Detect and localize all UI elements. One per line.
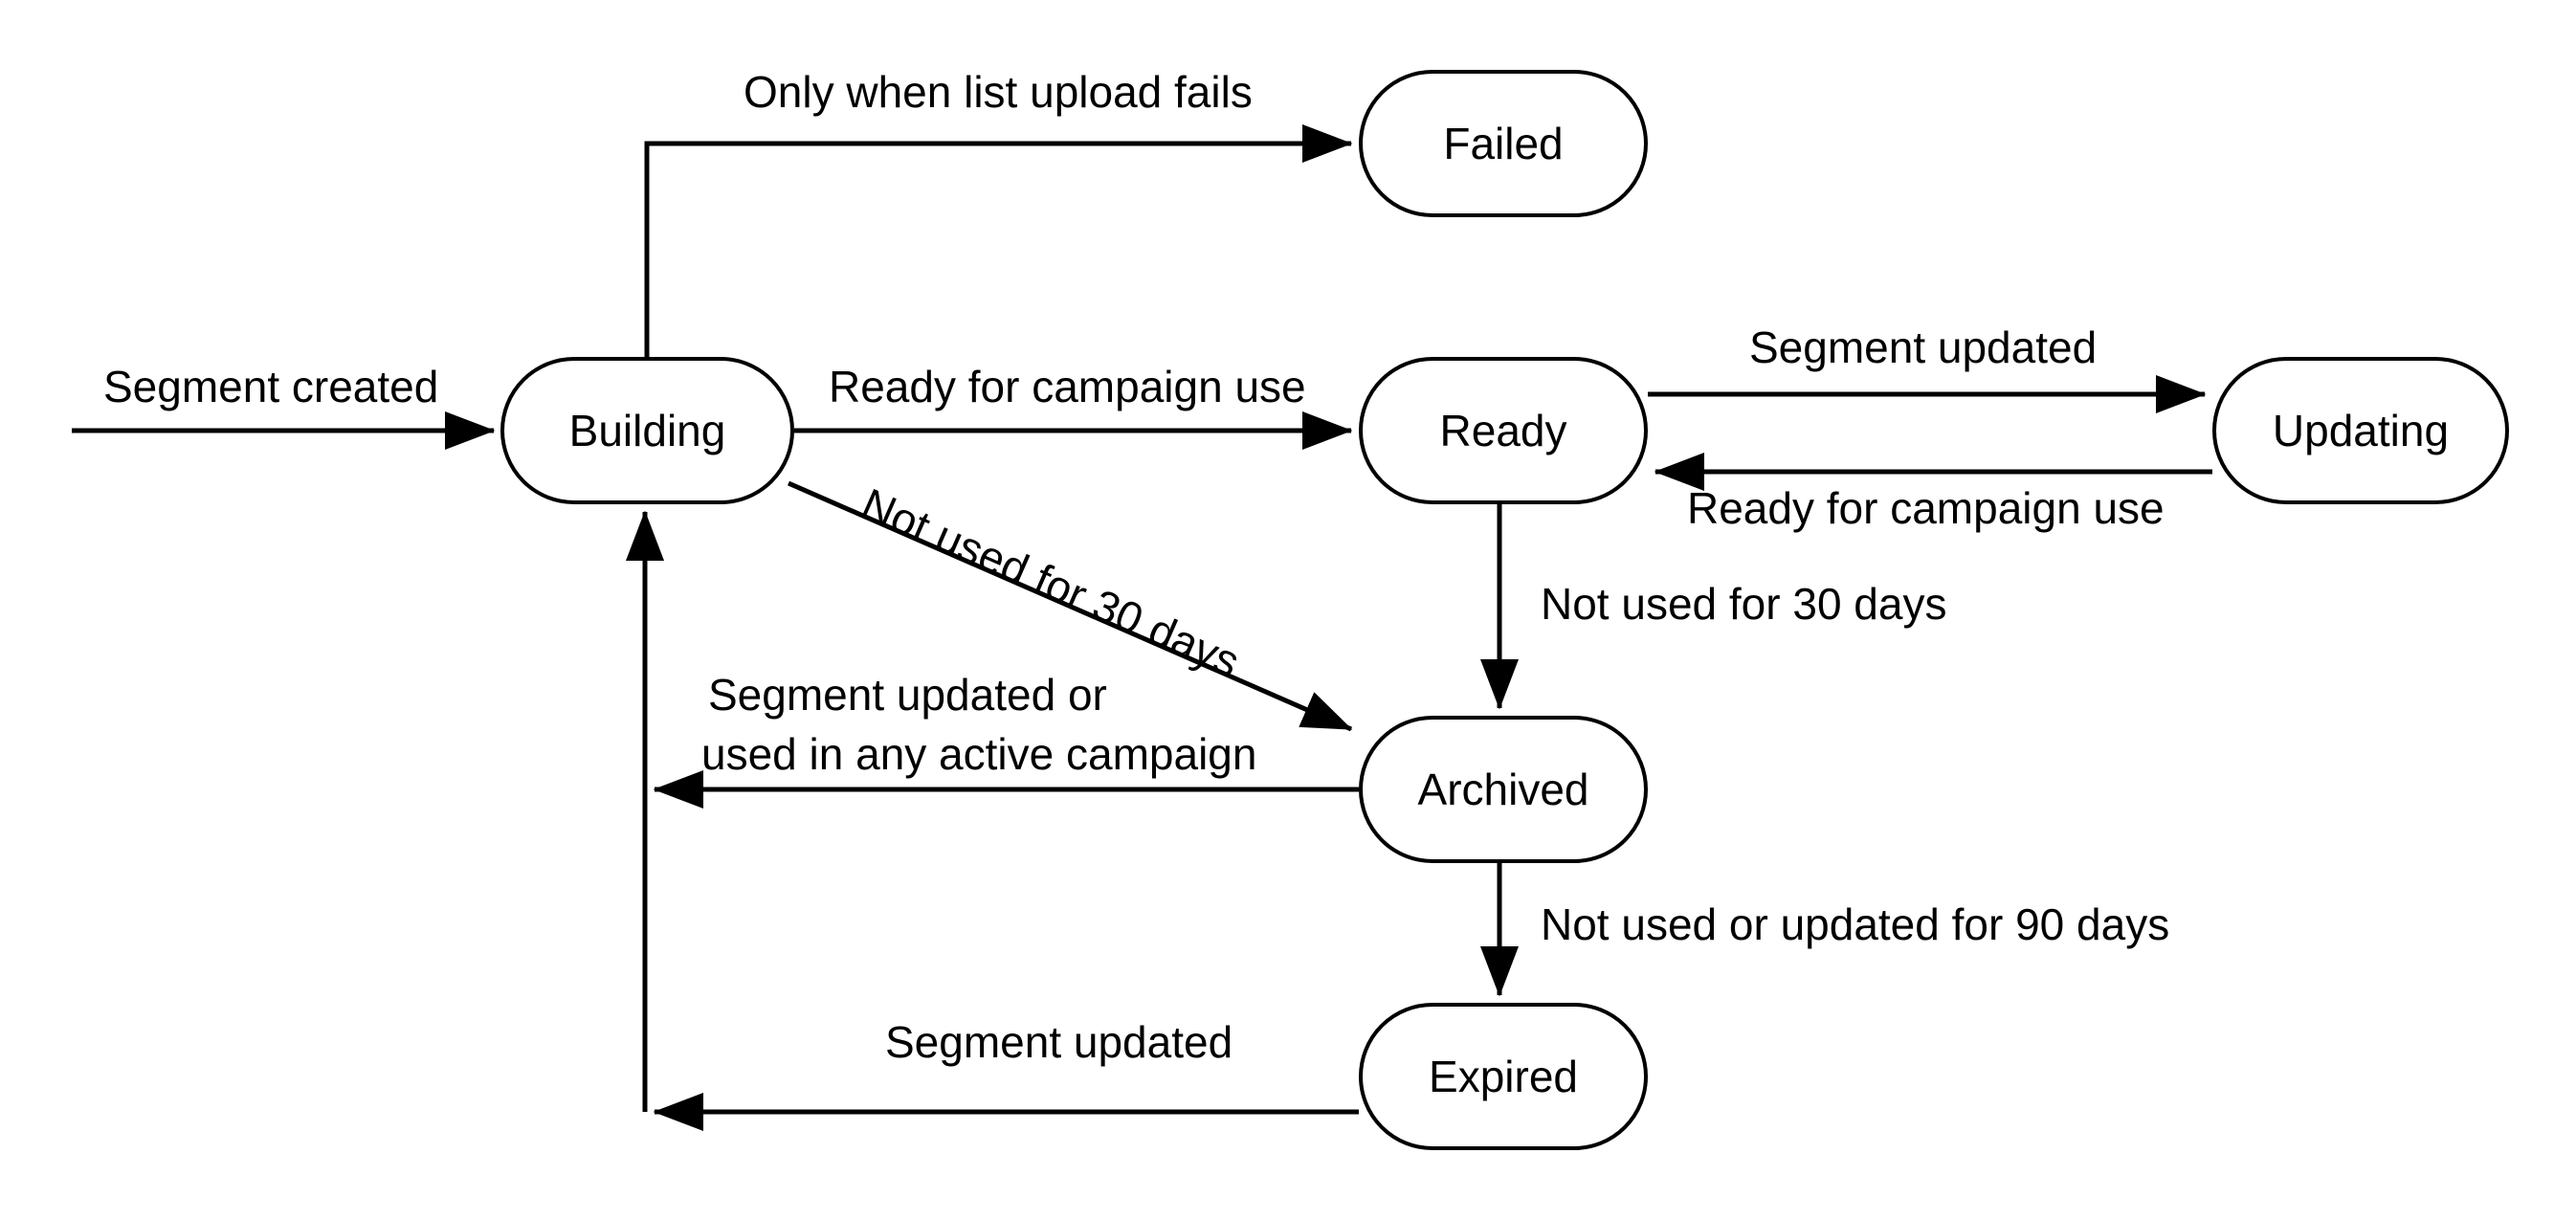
edge-label-ready-updating: Segment updated bbox=[1749, 322, 2098, 372]
edge-label-ready-archived: Not used for 30 days bbox=[1541, 579, 1947, 629]
state-node-building[interactable]: Building bbox=[500, 357, 794, 504]
edge-label-start-building: Segment created bbox=[103, 362, 439, 411]
edge-building-archived bbox=[787, 480, 1353, 732]
state-label-updating: Updating bbox=[2272, 406, 2450, 455]
edge-label-updating-ready: Ready for campaign use bbox=[1687, 483, 2165, 533]
state-node-archived[interactable]: Archived bbox=[1359, 716, 1648, 863]
state-node-expired[interactable]: Expired bbox=[1359, 1003, 1648, 1150]
edge-building-failed bbox=[644, 124, 1353, 357]
state-label-ready: Ready bbox=[1439, 406, 1567, 455]
state-label-expired: Expired bbox=[1429, 1052, 1578, 1101]
edge-label-building-ready: Ready for campaign use bbox=[829, 362, 1306, 411]
state-label-archived: Archived bbox=[1417, 765, 1589, 814]
state-label-building: Building bbox=[568, 406, 726, 455]
edge-label-building-failed: Only when list upload fails bbox=[744, 67, 1253, 117]
state-node-ready[interactable]: Ready bbox=[1359, 357, 1648, 504]
edge-label-archived-building-line1: Segment updated or bbox=[708, 670, 1107, 720]
state-node-updating[interactable]: Updating bbox=[2212, 357, 2509, 504]
state-node-failed[interactable]: Failed bbox=[1359, 70, 1648, 217]
edge-label-archived-expired: Not used or updated for 90 days bbox=[1541, 899, 2170, 949]
edge-label-expired-building: Segment updated bbox=[885, 1017, 1233, 1067]
edge-label-archived-building-line2: used in any active campaign bbox=[701, 729, 1257, 779]
state-label-failed: Failed bbox=[1443, 119, 1564, 168]
